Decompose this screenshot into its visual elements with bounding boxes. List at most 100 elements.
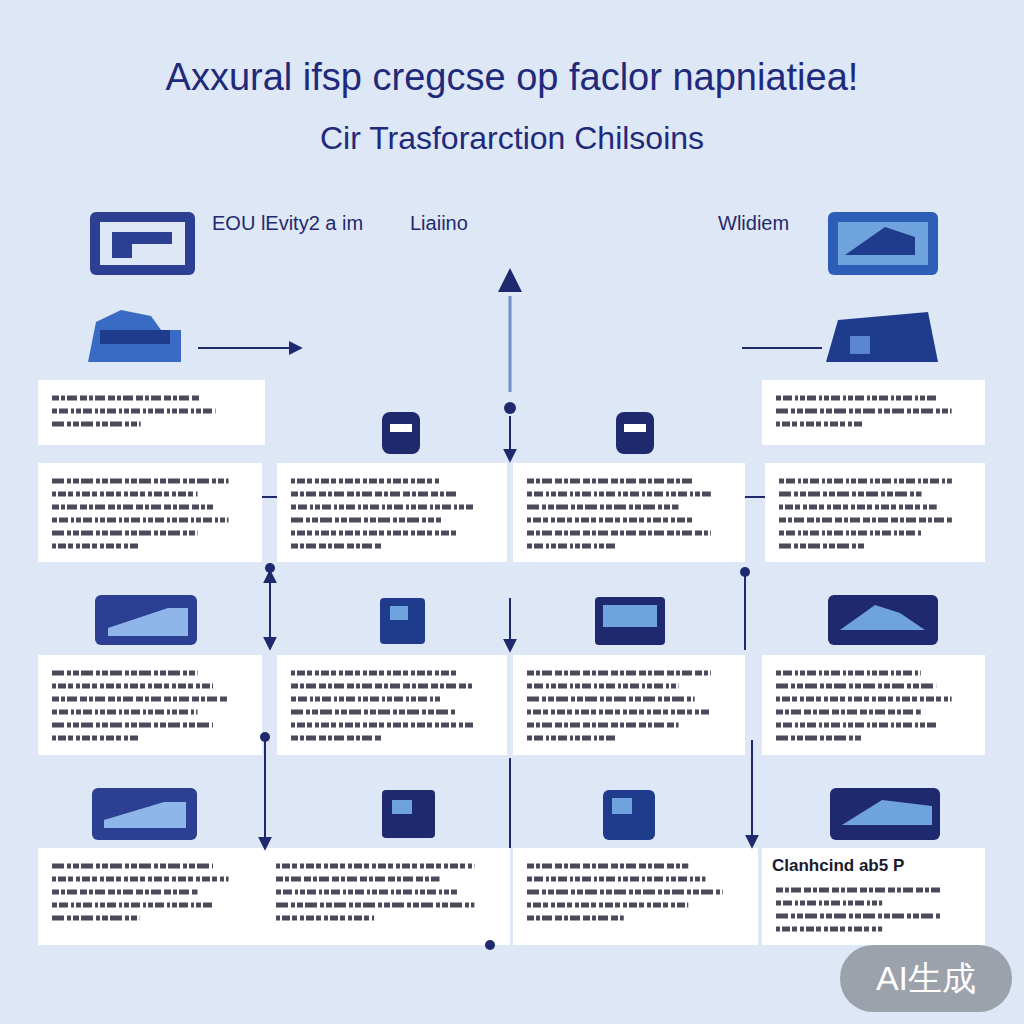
text-texture	[52, 723, 213, 728]
text-texture	[52, 544, 139, 549]
drawing-part	[100, 222, 185, 265]
text-texture	[527, 492, 711, 497]
drawing-part	[504, 402, 516, 414]
text-texture	[779, 492, 922, 497]
text-texture	[779, 518, 952, 523]
text-texture	[776, 888, 940, 893]
text-texture	[527, 531, 711, 536]
text-texture	[276, 916, 374, 921]
drawing-part	[269, 572, 271, 648]
text-texture	[291, 684, 473, 689]
text-texture	[52, 736, 139, 741]
drawing-part	[392, 800, 412, 814]
drawing-part	[92, 788, 197, 840]
text-texture	[52, 409, 216, 414]
column-heading: EOU lEvity2 a im	[212, 212, 363, 235]
text-texture	[776, 697, 952, 702]
text-texture	[276, 890, 457, 895]
text-texture	[527, 890, 723, 895]
drawing-part	[830, 788, 940, 840]
text-texture	[291, 518, 441, 523]
text-texture	[527, 518, 695, 523]
text-texture	[291, 492, 457, 497]
text-texture	[52, 877, 229, 882]
drawing-part	[264, 738, 266, 848]
text-texture	[291, 671, 457, 676]
text-texture	[527, 877, 705, 882]
column-heading: Wlidiem	[718, 212, 789, 235]
text-texture	[779, 544, 865, 549]
drawing-part	[612, 798, 632, 814]
text-texture	[527, 505, 679, 510]
drawing-part	[262, 848, 510, 945]
drawing-part	[513, 655, 745, 755]
connector-lines	[262, 497, 765, 848]
text-texture	[776, 901, 882, 906]
drawing-part	[198, 347, 300, 349]
text-texture	[779, 479, 952, 484]
drawing-part	[595, 597, 665, 645]
drawing-part	[842, 800, 932, 825]
text-texture	[776, 927, 882, 932]
text-texture	[527, 684, 679, 689]
drawing-part	[828, 212, 938, 275]
text-texture	[52, 916, 139, 921]
junction-dot	[260, 732, 270, 742]
text-texture	[276, 877, 440, 882]
text-box: Clanhcind ab5 P	[762, 848, 985, 945]
drawing-part	[382, 412, 420, 454]
text-texture	[291, 710, 457, 715]
text-texture	[776, 914, 940, 919]
drawing-part	[509, 598, 511, 650]
text-texture	[527, 903, 688, 908]
text-texture	[776, 723, 936, 728]
text-texture	[52, 903, 213, 908]
drawing-part	[269, 572, 271, 648]
junction-dot	[740, 567, 750, 577]
drawing-part	[603, 790, 655, 840]
text-texture	[52, 396, 200, 401]
drawing-part	[840, 605, 925, 630]
drawing-part	[509, 758, 511, 848]
drawing-part	[509, 416, 511, 460]
text-texture	[291, 479, 441, 484]
drawing-part	[38, 380, 265, 445]
illegible-text-texture	[52, 398, 952, 918]
drawing-part	[382, 790, 435, 838]
text-texture	[52, 531, 198, 536]
text-texture	[527, 723, 679, 728]
text-texture	[291, 736, 381, 741]
drawing-part	[498, 268, 522, 292]
drawing-part	[742, 347, 822, 349]
junction-dot	[265, 563, 275, 573]
text-texture	[291, 505, 473, 510]
drawing-part	[88, 310, 181, 362]
drawing-part	[845, 227, 915, 255]
text-texture	[527, 710, 711, 715]
text-texture	[52, 518, 229, 523]
text-texture	[527, 671, 711, 676]
text-texture	[527, 736, 618, 741]
drawing-part	[603, 605, 657, 627]
drawing-part	[90, 212, 195, 275]
drawing-part	[762, 655, 985, 755]
drawing-part	[100, 330, 170, 344]
text-texture	[779, 531, 922, 536]
text-texture	[52, 505, 213, 510]
text-texture	[52, 671, 198, 676]
drawing-part	[513, 463, 745, 562]
drawing-part	[509, 296, 512, 392]
text-texture	[276, 864, 474, 869]
column-heading: Liaiino	[410, 212, 468, 235]
text-texture	[776, 736, 863, 741]
text-texture	[52, 864, 213, 869]
drawing-part	[38, 655, 262, 755]
text-texture	[527, 916, 624, 921]
drawing-part	[616, 412, 654, 454]
drawing-part	[850, 336, 870, 354]
text-texture	[776, 710, 921, 715]
text-texture	[276, 903, 474, 908]
watermark: AI生成	[840, 956, 1012, 1002]
text-texture	[291, 531, 457, 536]
